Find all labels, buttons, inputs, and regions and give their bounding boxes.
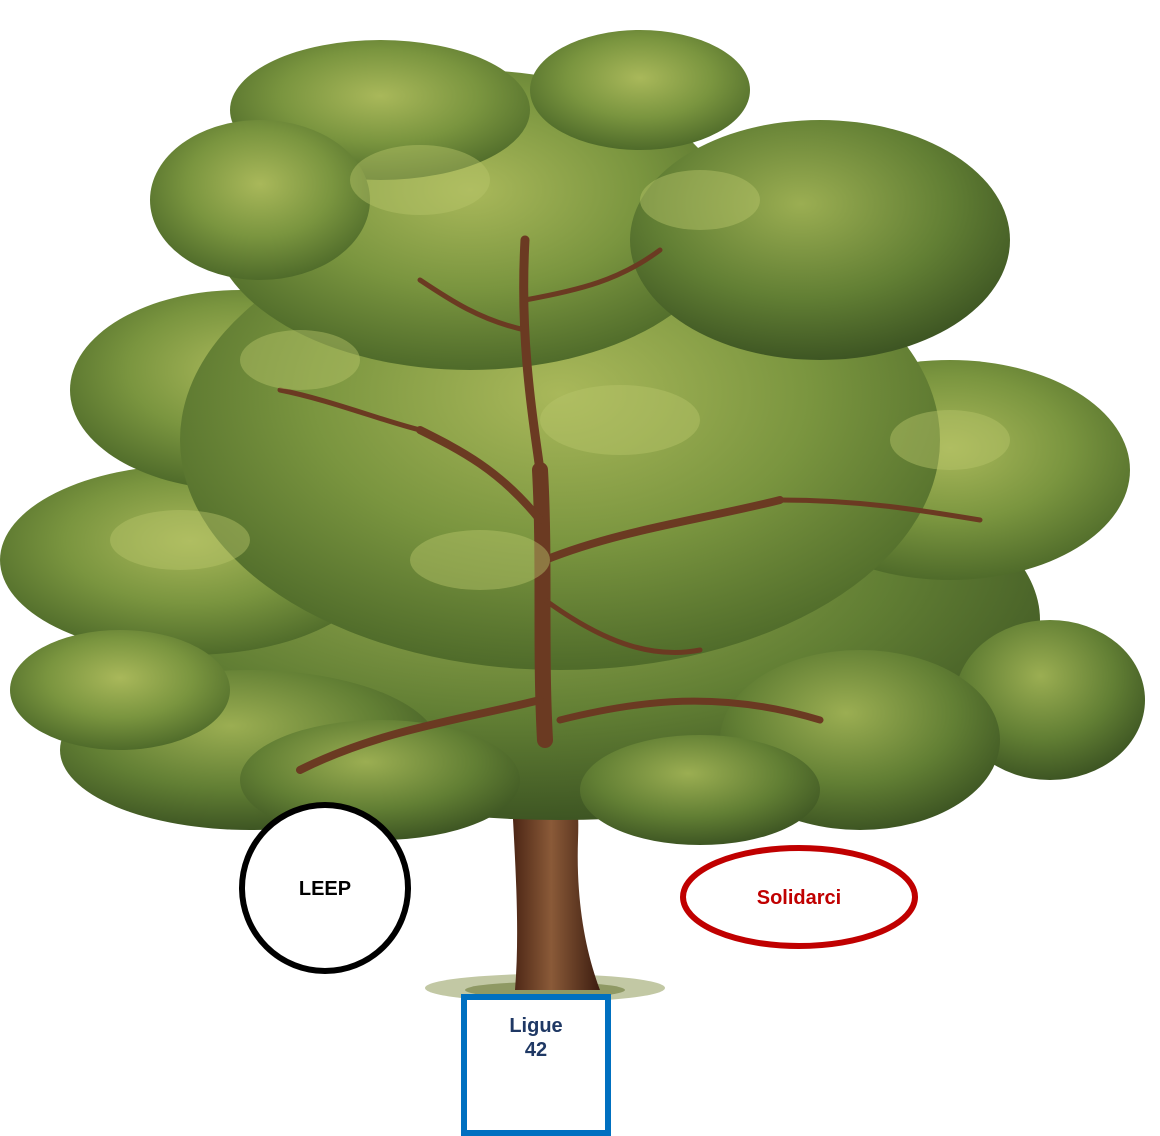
ligue-42-box: Ligue 42 (461, 994, 611, 1136)
leep-label: LEEP (242, 877, 408, 901)
tree-illustration (0, 0, 1160, 1113)
ligue-label-line1: Ligue (467, 1014, 605, 1038)
solidarci-label: Solidarci (683, 886, 915, 910)
ligue-42-label: Ligue 42 (467, 1014, 605, 1062)
ligue-label-line2: 42 (467, 1038, 605, 1062)
